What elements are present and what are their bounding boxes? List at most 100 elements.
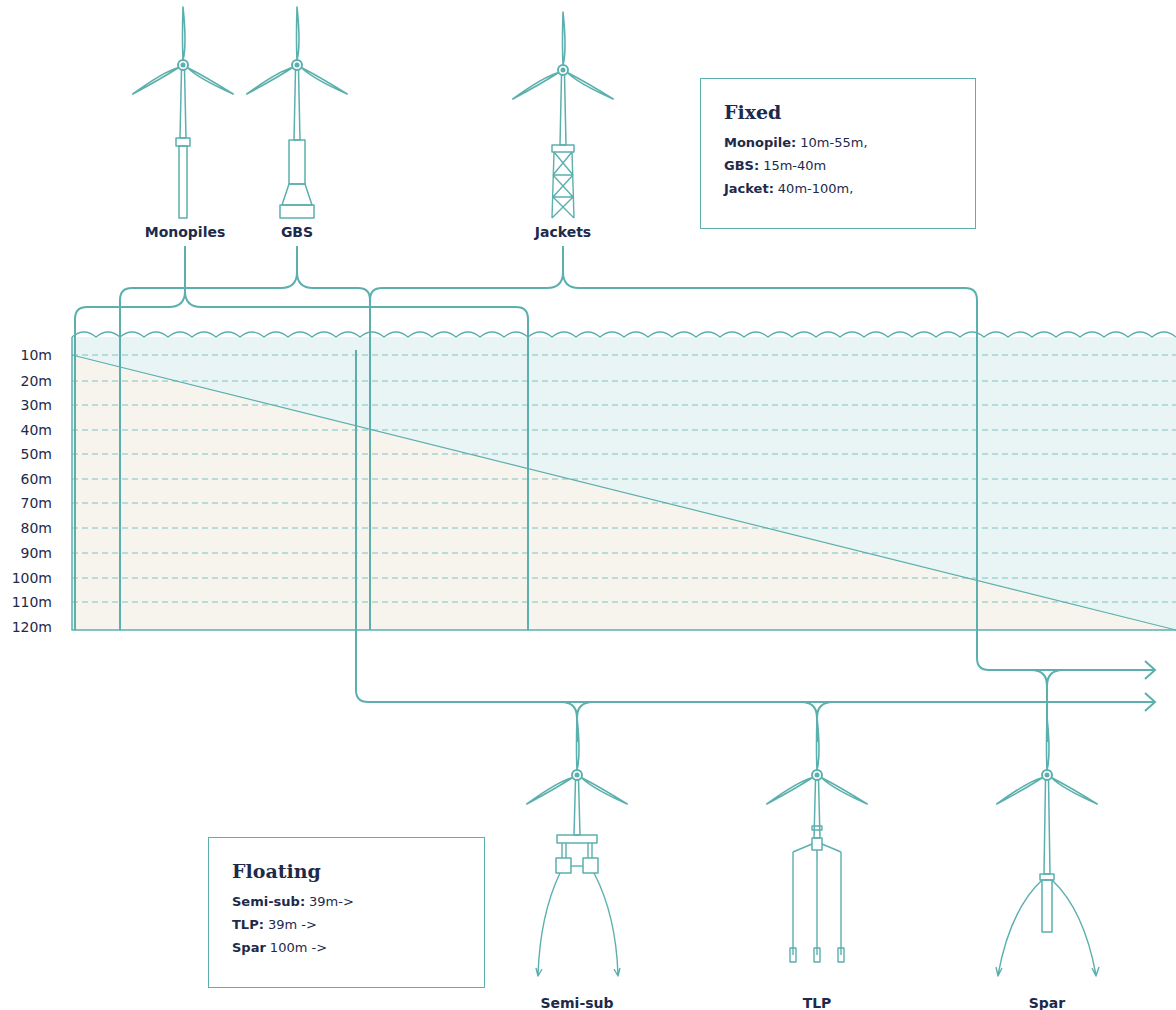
monopile <box>179 146 187 218</box>
foundation-caption: GBS <box>281 224 313 240</box>
mooring-line <box>1052 880 1099 976</box>
depth-label: 30m <box>21 397 52 413</box>
semisub-columns <box>562 843 592 858</box>
depth-line <box>72 553 1176 554</box>
range-bracket <box>370 246 977 630</box>
foundation-type: TLP: <box>232 917 264 932</box>
depth-range: 15m-40m <box>763 158 826 173</box>
turbine-hub-centre <box>562 69 565 72</box>
turbine-hub <box>178 60 188 70</box>
depth-label: 20m <box>21 373 52 389</box>
turbine-blade <box>187 68 233 95</box>
water-surface <box>72 332 1176 337</box>
depth-line <box>72 479 1176 480</box>
turbine-blade <box>581 778 627 805</box>
tlp-hull <box>793 838 841 860</box>
range-bracket <box>120 246 370 630</box>
turbine-hub <box>558 65 568 75</box>
range-row: GBS:15m-40m <box>724 154 952 177</box>
legend-box: FloatingSemi-sub: 39m-> TLP:39m ->Spar100m… <box>208 837 485 988</box>
range-bracket <box>75 246 528 630</box>
turbine-hub <box>572 770 582 780</box>
depth-line <box>72 355 1176 356</box>
depth-label: 100m <box>12 570 52 586</box>
semisub-brace <box>571 865 583 866</box>
depth-label: 110m <box>12 594 52 610</box>
turbine-tower <box>180 70 186 138</box>
gbs-base <box>280 205 314 218</box>
foundation-type: Monopile: <box>724 135 796 150</box>
turbine-hub-centre <box>1046 774 1049 777</box>
range-row: Monopile: 10m-55m, <box>724 131 952 154</box>
mooring-line <box>536 873 560 976</box>
range-row: Jacket: 40m-100m, <box>724 177 952 200</box>
water-body <box>72 337 1176 630</box>
depth-line <box>72 454 1176 455</box>
turbine-tower <box>294 70 300 140</box>
depth-label: 90m <box>21 545 52 561</box>
depth-range: 40m-100m, <box>778 181 854 196</box>
turbine-blade <box>301 68 347 95</box>
tension-legs <box>793 852 841 955</box>
mooring-line <box>594 873 620 976</box>
depth-line <box>72 528 1176 529</box>
spar-range-arrow <box>977 630 1155 679</box>
depth-line <box>72 381 1176 382</box>
depth-label: 60m <box>21 471 52 487</box>
jacket-lattice <box>552 152 574 218</box>
depth-label: 10m <box>21 347 52 363</box>
turbine-blade <box>183 7 186 60</box>
jacket-platform <box>552 145 574 152</box>
turbine-blade <box>297 7 300 60</box>
box-heading: Floating <box>232 860 461 882</box>
turbine-figures <box>133 7 1099 976</box>
seabed-slope <box>72 355 1176 630</box>
foundation-caption: Jackets <box>535 224 591 240</box>
range-row: TLP:39m -> <box>232 913 461 936</box>
foundation-type: Semi-sub: <box>232 894 305 909</box>
depth-frame <box>72 337 1176 630</box>
depth-range: 10m-55m, <box>800 135 867 150</box>
gbs-cone <box>282 184 312 205</box>
depth-label: 80m <box>21 520 52 536</box>
turbine-blade <box>133 68 179 95</box>
turbine-hub <box>292 60 302 70</box>
floating-range-arrow <box>356 350 1155 711</box>
foundation-type: Jacket: <box>724 181 774 196</box>
turbine-blade <box>1051 778 1097 805</box>
turbine-blade <box>577 717 580 770</box>
turbine-blade <box>821 778 867 805</box>
transition-piece <box>176 138 190 146</box>
spar-fairlead <box>1040 874 1054 880</box>
depth-label: 40m <box>21 422 52 438</box>
range-row: Semi-sub: 39m-> <box>232 890 461 913</box>
turbine-blade <box>247 68 293 95</box>
legend-box: FixedMonopile:10m-55m,GBS:15m-40mJacket:… <box>700 78 976 229</box>
gbs-shaft <box>289 140 305 184</box>
spar-buoy <box>1042 880 1052 932</box>
range-brackets <box>75 246 1155 742</box>
foundation-caption: Spar <box>1029 995 1065 1010</box>
turbine-blade <box>513 73 559 100</box>
turbine-tower <box>574 780 580 835</box>
seabed-area <box>72 355 1176 630</box>
turbine-blade <box>817 717 820 770</box>
turbine-hub <box>812 770 822 780</box>
depth-label: 70m <box>21 495 52 511</box>
turbine-blade <box>997 778 1043 805</box>
foundation-caption: Monopiles <box>145 224 226 240</box>
turbine-hub-centre <box>296 64 299 67</box>
turbine-tower <box>560 75 566 145</box>
range-row: Spar100m -> <box>232 936 461 959</box>
depth-gridlines <box>72 355 1176 602</box>
mooring-line <box>996 880 1042 976</box>
turbine-blade <box>1047 717 1050 770</box>
foundation-caption: TLP <box>803 995 832 1010</box>
turbine-hub-centre <box>576 774 579 777</box>
semisub-pontoon <box>583 858 598 873</box>
turbine-blade <box>527 778 573 805</box>
depth-range: 39m-> <box>309 894 354 909</box>
depth-label: 50m <box>21 446 52 462</box>
tlp-anchor <box>838 948 844 962</box>
